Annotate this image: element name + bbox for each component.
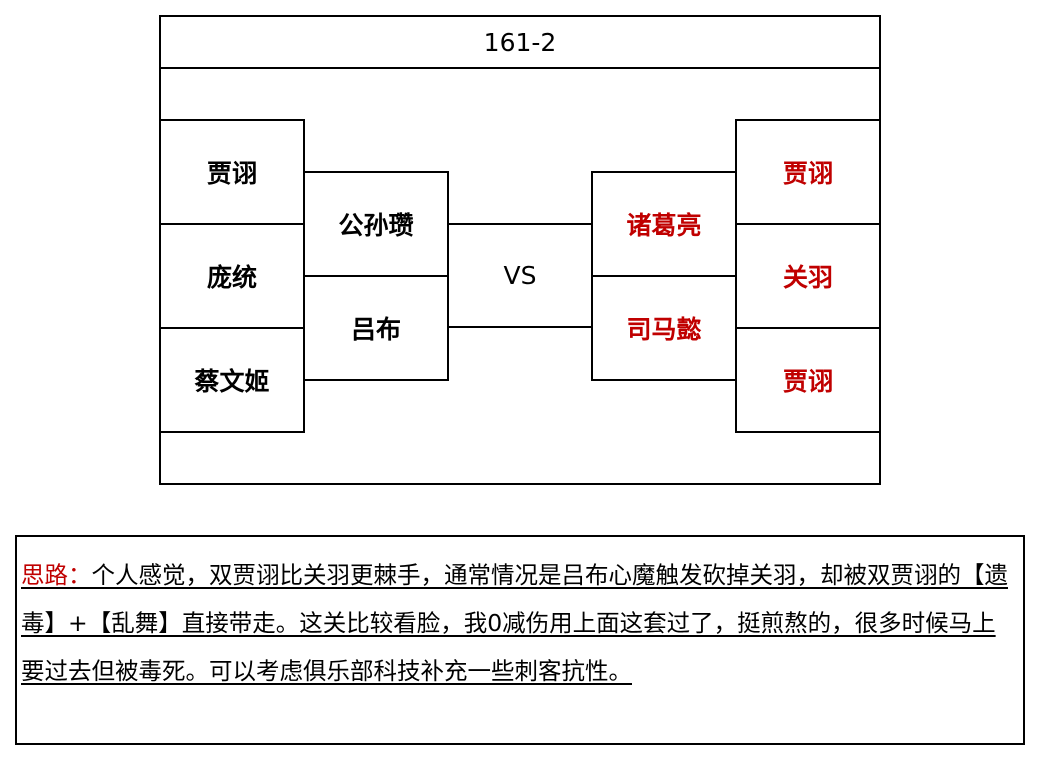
left-outer-hero-3: 蔡文姬 — [159, 327, 305, 433]
strategy-note-label: 思路： — [21, 561, 92, 589]
right-inner-hero-2: 司马懿 — [591, 275, 737, 381]
strategy-note-text: 个人感觉，双贾诩比关羽更棘手，通常情况是吕布心魔触发砍掉关羽，却被双贾诩的【遗毒… — [21, 561, 1008, 685]
stage-title: 161-2 — [483, 27, 557, 57]
right-outer-hero-3: 贾诩 — [735, 327, 881, 433]
vs-label: VS — [503, 260, 537, 290]
connector-bottom — [448, 326, 593, 328]
left-outer-hero-2: 庞统 — [159, 223, 305, 329]
left-outer-hero-1: 贾诩 — [159, 119, 305, 225]
left-inner-hero-2: 吕布 — [303, 275, 449, 381]
right-outer-hero-2: 关羽 — [735, 223, 881, 329]
title-divider — [159, 67, 881, 69]
connector-top — [448, 223, 593, 225]
left-inner-hero-1: 公孙瓒 — [303, 171, 449, 277]
strategy-note: 思路：个人感觉，双贾诩比关羽更棘手，通常情况是吕布心魔触发砍掉关羽，却被双贾诩的… — [15, 535, 1025, 745]
strategy-note-body: 思路：个人感觉，双贾诩比关羽更棘手，通常情况是吕布心魔触发砍掉关羽，却被双贾诩的… — [21, 551, 1019, 695]
right-inner-hero-1: 诸葛亮 — [591, 171, 737, 277]
right-outer-hero-1: 贾诩 — [735, 119, 881, 225]
